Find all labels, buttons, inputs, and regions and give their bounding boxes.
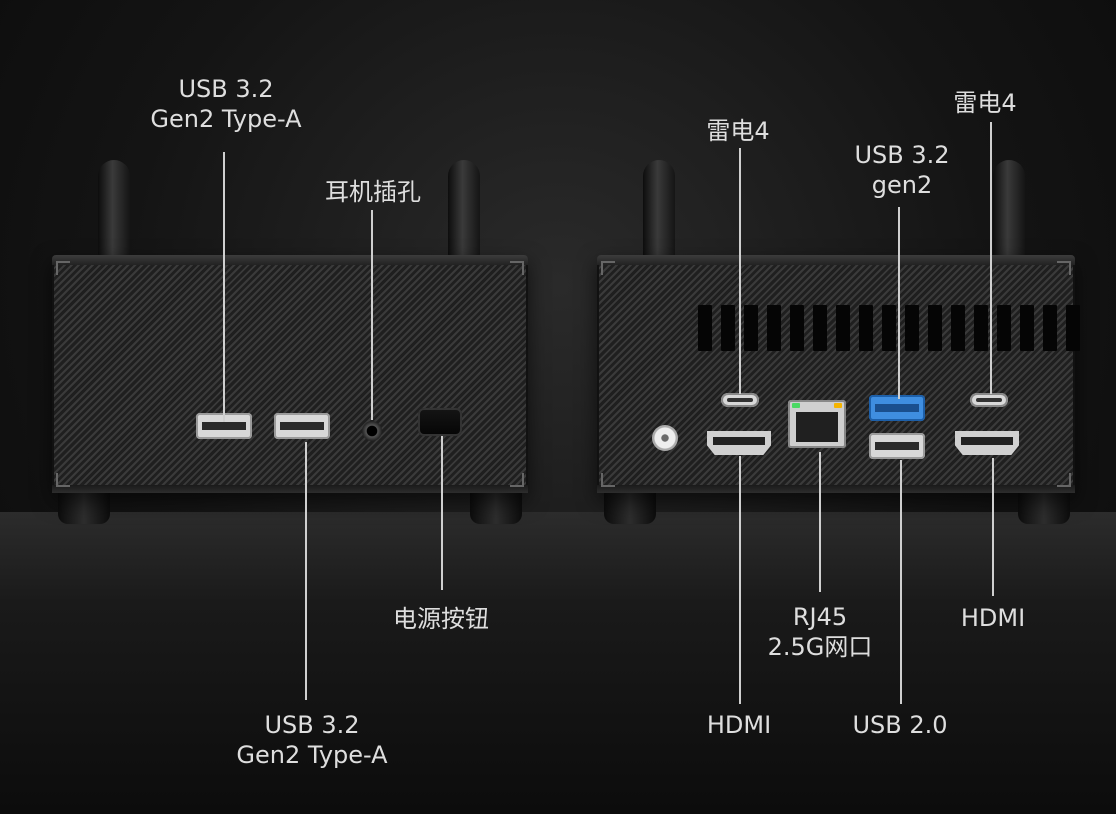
- label-rj45-line2: 2.5G网口: [767, 633, 873, 661]
- front-corner-bl: [56, 473, 70, 487]
- power-button-port: [418, 408, 462, 436]
- vent-slot: [836, 305, 850, 351]
- thunderbolt-port-right: [970, 393, 1008, 407]
- hdmi-port-right: [955, 431, 1019, 455]
- label-hdmi-left: HDMI: [706, 711, 772, 739]
- leader-line-power: [441, 436, 443, 590]
- label-usb32-gen2-line2: gen2: [871, 171, 933, 199]
- label-headphone-jack: 耳机插孔: [325, 178, 421, 206]
- front-antenna-right: [448, 160, 480, 270]
- label-usb-a-top-line2: Gen2 Type-A: [150, 105, 302, 133]
- front-antenna-left: [98, 160, 130, 270]
- headphone-jack-port: [362, 421, 382, 441]
- front-panel: [52, 255, 528, 493]
- rj45-socket: [796, 412, 838, 442]
- vent-slot: [744, 305, 758, 351]
- rear-corner-tr: [1057, 261, 1071, 275]
- front-foot-right: [470, 488, 522, 524]
- vent-slot: [974, 305, 988, 351]
- rear-bottom-edge: [597, 485, 1075, 493]
- rj45-led-amber: [834, 403, 842, 408]
- vent-slot: [698, 305, 712, 351]
- label-rj45-line1: RJ45: [792, 603, 848, 631]
- leader-line-usb32-gen2: [898, 207, 900, 399]
- rear-foot-left: [604, 488, 656, 524]
- leader-line-rj45: [819, 452, 821, 592]
- vent-slot: [859, 305, 873, 351]
- front-top-edge: [52, 255, 528, 265]
- vent-slot: [1043, 305, 1057, 351]
- dc-power-jack: [652, 425, 678, 451]
- leader-line-usb-top: [223, 152, 225, 422]
- leader-line-hdmi-left: [739, 456, 741, 704]
- thunderbolt-port-left: [721, 393, 759, 407]
- vent-slot: [997, 305, 1011, 351]
- usb20-port: [869, 433, 925, 459]
- rear-panel: [597, 255, 1080, 493]
- label-usb-a-top: USB 3.2 Gen2 Type-A: [150, 74, 301, 134]
- front-usb-a-port-2: [274, 413, 330, 439]
- front-bottom-edge: [52, 485, 528, 493]
- front-corner-tr: [510, 261, 524, 275]
- front-corner-br: [510, 473, 524, 487]
- label-usb-a-bottom: USB 3.2 Gen2 Type-A: [236, 710, 387, 770]
- leader-line-usb20: [900, 460, 902, 704]
- vent-slot: [813, 305, 827, 351]
- leader-line-thunderbolt-right: [990, 122, 992, 394]
- vent-slot: [790, 305, 804, 351]
- label-power-button: 电源按钮: [393, 605, 489, 633]
- leader-line-thunderbolt-left: [739, 148, 741, 394]
- floor-reflection: [0, 512, 1116, 814]
- rj45-port: [788, 400, 846, 448]
- label-thunderbolt-right: 雷电4: [953, 89, 1017, 117]
- label-usb-a-top-line1: USB 3.2: [178, 75, 274, 103]
- leader-line-usb-bottom: [305, 442, 307, 700]
- vent-slot: [721, 305, 735, 351]
- rear-top-edge: [597, 255, 1075, 265]
- front-foot-left: [58, 488, 110, 524]
- leader-line-headphone: [371, 210, 373, 420]
- vent-slot: [882, 305, 896, 351]
- rear-corner-br: [1057, 473, 1071, 487]
- label-thunderbolt-left: 雷电4: [706, 117, 770, 145]
- label-hdmi-right: HDMI: [960, 604, 1026, 632]
- label-rj45: RJ45 2.5G网口: [768, 602, 873, 662]
- vent-slot: [928, 305, 942, 351]
- label-usb-a-bottom-line1: USB 3.2: [264, 711, 360, 739]
- rear-vent-grille: [698, 305, 1080, 351]
- rj45-led-green: [792, 403, 800, 408]
- vent-slot: [1066, 305, 1080, 351]
- front-corner-tl: [56, 261, 70, 275]
- vent-slot: [767, 305, 781, 351]
- rear-corner-bl: [601, 473, 615, 487]
- label-usb-a-bottom-line2: Gen2 Type-A: [236, 741, 388, 769]
- leader-line-hdmi-right: [992, 458, 994, 596]
- rear-corner-tl: [601, 261, 615, 275]
- label-usb32-gen2: USB 3.2 gen2: [854, 140, 949, 200]
- rear-foot-right: [1018, 488, 1070, 524]
- usb32-gen2-port: [869, 395, 925, 421]
- label-usb20: USB 2.0: [852, 711, 948, 739]
- vent-slot: [905, 305, 919, 351]
- vent-slot: [951, 305, 965, 351]
- vent-slot: [1020, 305, 1034, 351]
- hdmi-port-left: [707, 431, 771, 455]
- label-usb32-gen2-line1: USB 3.2: [854, 141, 950, 169]
